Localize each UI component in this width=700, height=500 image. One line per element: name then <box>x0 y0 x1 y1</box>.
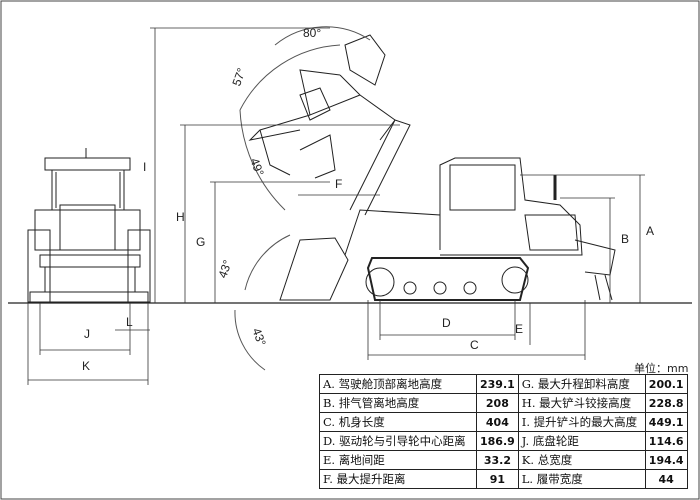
right-label-cell: L. 履带宽度 <box>517 469 646 489</box>
dim-label-I: I <box>143 160 147 174</box>
right-label-cell: K. 总宽度 <box>517 450 646 470</box>
left-value-cell: 239.1 <box>476 374 519 394</box>
dim-label-F: F <box>335 177 343 191</box>
left-label-cell: E. 离地间距 <box>319 450 477 470</box>
right-value-cell: 449.1 <box>644 412 688 432</box>
dim-label-E: E <box>515 322 524 336</box>
right-value-cell: 114.6 <box>644 431 688 451</box>
left-label-cell: D. 驱动轮与引导轮中心距离 <box>319 431 477 451</box>
left-value-cell: 186.9 <box>476 431 519 451</box>
right-value-cell: 194.4 <box>644 450 688 470</box>
front-view-machine <box>27 148 151 303</box>
dim-label-H: H <box>176 210 185 224</box>
dimension-lines <box>27 27 645 385</box>
dim-label-B: B <box>621 232 630 246</box>
dim-label-K: K <box>82 359 91 373</box>
left-label-cell: B. 排气管离地高度 <box>319 393 477 413</box>
dim-label-D: D <box>442 316 451 330</box>
dim-label-J: J <box>84 327 90 341</box>
dim-label-G: G <box>196 235 206 249</box>
right-value-cell: 200.1 <box>644 374 688 394</box>
left-label-cell: C. 机身长度 <box>319 412 477 432</box>
left-value-cell: 404 <box>476 412 519 432</box>
right-label-cell: I. 提升铲斗的最大高度 <box>517 412 646 432</box>
angle-arcs <box>234 26 371 371</box>
left-label-cell: F. 最大提升距离 <box>319 469 477 489</box>
left-value-cell: 208 <box>476 393 519 413</box>
side-view-machine <box>248 34 616 301</box>
dim-label-C: C <box>470 338 479 352</box>
right-value-cell: 228.8 <box>644 393 688 413</box>
right-value-cell: 44 <box>644 469 688 489</box>
angle-80: 80° <box>303 26 322 40</box>
left-value-cell: 33.2 <box>476 450 519 470</box>
left-value-cell: 91 <box>476 469 519 489</box>
dim-label-A: A <box>646 224 655 238</box>
left-label-cell: A. 驾驶舱顶部离地高度 <box>319 374 477 394</box>
right-label-cell: G. 最大升程卸料高度 <box>517 374 646 394</box>
unit-label: 单位：mm <box>634 362 689 375</box>
right-label-cell: H. 最大铲斗铰接高度 <box>517 393 646 413</box>
dim-label-L: L <box>126 315 133 329</box>
right-label-cell: J. 底盘轮距 <box>517 431 646 451</box>
